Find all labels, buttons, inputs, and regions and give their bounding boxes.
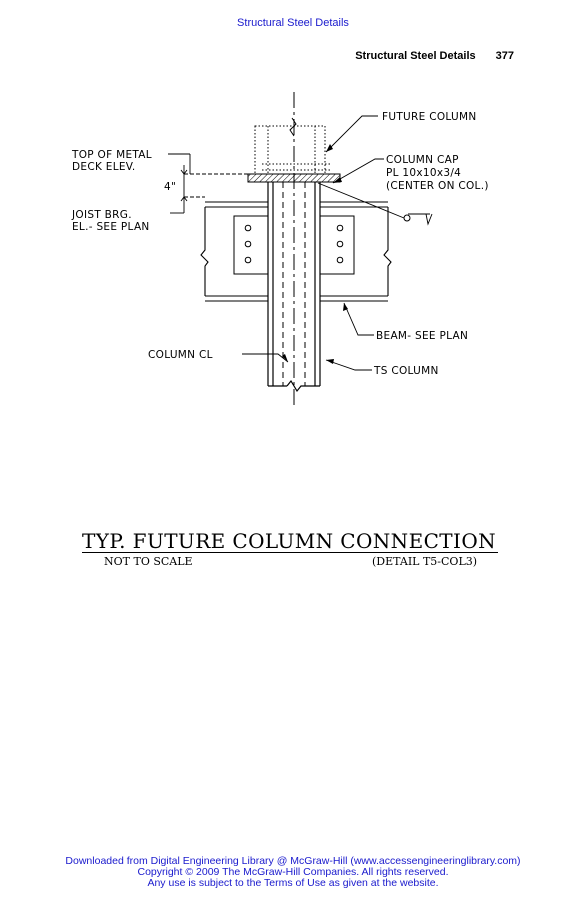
arrowheads (282, 144, 348, 364)
shear-plate-left (233, 215, 269, 275)
detail-title: TYP. FUTURE COLUMN CONNECTION (82, 529, 497, 553)
footer: Downloaded from Digital Engineering Libr… (0, 856, 586, 889)
label-ts-column: TS COLUMN (373, 365, 439, 377)
label-joist-brg: JOIST BRG. (71, 209, 132, 221)
weld-symbol (403, 214, 411, 222)
running-head: Structural Steel Details 377 (355, 50, 514, 62)
scale-note: NOT TO SCALE (104, 555, 193, 568)
dimension-lines (168, 153, 248, 214)
label-column-cap: COLUMN CAP (386, 154, 459, 166)
header-link[interactable]: Structural Steel Details (237, 17, 349, 29)
beam-right (320, 201, 392, 302)
label-column-cl: COLUMN CL (148, 349, 213, 361)
running-title: Structural Steel Details (355, 50, 476, 62)
break-mark (289, 117, 297, 137)
page-number: 377 (495, 50, 514, 62)
footer-terms: Any use is subject to the Terms of Use a… (147, 877, 439, 889)
column-hidden-lines (282, 182, 306, 386)
title-underline (82, 552, 498, 553)
label-beam: BEAM- SEE PLAN (376, 330, 468, 342)
label-dimension: 4" (164, 181, 176, 193)
weld-symbol-flag (425, 213, 433, 226)
label-deck-elev: DECK ELEV. (72, 161, 136, 173)
beam-left (200, 201, 268, 302)
footer-copyright: Copyright © 2009 The McGraw-Hill Compani… (137, 866, 449, 878)
future-column (254, 125, 330, 175)
label-top-metal-deck: TOP OF METAL (71, 149, 152, 161)
label-joist-el: EL.- SEE PLAN (72, 221, 150, 233)
shear-plate-right (319, 215, 355, 275)
label-column-cap-note: (CENTER ON COL.) (386, 180, 489, 192)
detail-reference: (DETAIL T5-COL3) (372, 555, 478, 568)
label-column-cap-size: PL 10x10x3/4 (386, 167, 461, 179)
footer-download-link[interactable]: Downloaded from Digital Engineering Libr… (65, 855, 521, 867)
leader-lines (242, 115, 430, 371)
label-future-column: FUTURE COLUMN (382, 111, 477, 123)
